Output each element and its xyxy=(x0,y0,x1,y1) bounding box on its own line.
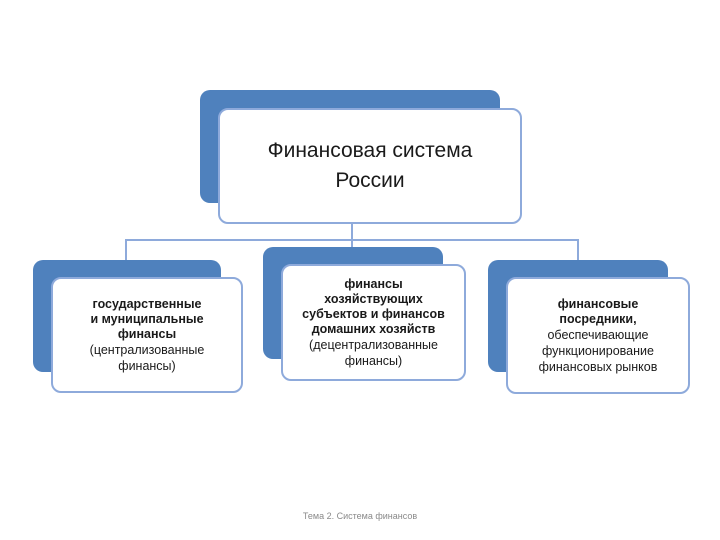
child-node-2: финансы хозяйствующих субъектов и финанс… xyxy=(281,264,466,381)
root-title-line-2: России xyxy=(335,169,405,192)
child-3-bold-line-2: посредники, xyxy=(559,311,637,326)
child-1-bold-line-3: финансы xyxy=(117,326,177,341)
child-1-regular-line-1: (централизованные xyxy=(89,342,205,357)
child-2-bold-line-2: хозяйствующих xyxy=(324,291,423,306)
slide-footer: Тема 2. Система финансов xyxy=(302,511,418,521)
child-3-regular-line-1: обеспечивающие xyxy=(547,327,649,342)
child-3-regular-line-3: финансовых рынков xyxy=(538,359,658,374)
child-2-bold-line-3: субъектов и финансов xyxy=(302,306,445,321)
connector-right xyxy=(577,239,579,261)
child-3-bold-line-1: финансовые xyxy=(557,296,639,311)
root-title-line-1: Финансовая система xyxy=(267,139,473,162)
child-2-bold-line-4: домашних хозяйств xyxy=(311,321,436,336)
child-2-bold-line-1: финансы xyxy=(344,276,403,291)
child-3-regular-line-2: функционирование xyxy=(542,343,654,358)
child-2-regular-line-1: (децентрализованные xyxy=(309,337,438,352)
connector-left xyxy=(125,239,127,261)
root-node: Финансовая система России xyxy=(218,108,522,224)
child-1-regular-line-2: финансы) xyxy=(118,358,176,373)
child-node-3: финансовые посредники, обеспечивающие фу… xyxy=(506,277,690,394)
child-2-regular-line-2: финансы) xyxy=(344,353,403,368)
connector-middle xyxy=(351,239,353,249)
child-1-bold-line-1: государственные xyxy=(92,296,202,311)
connector-root-stem xyxy=(351,222,353,240)
child-node-1: государственные и муниципальные финансы … xyxy=(51,277,243,393)
child-1-bold-line-2: и муниципальные xyxy=(90,311,204,326)
